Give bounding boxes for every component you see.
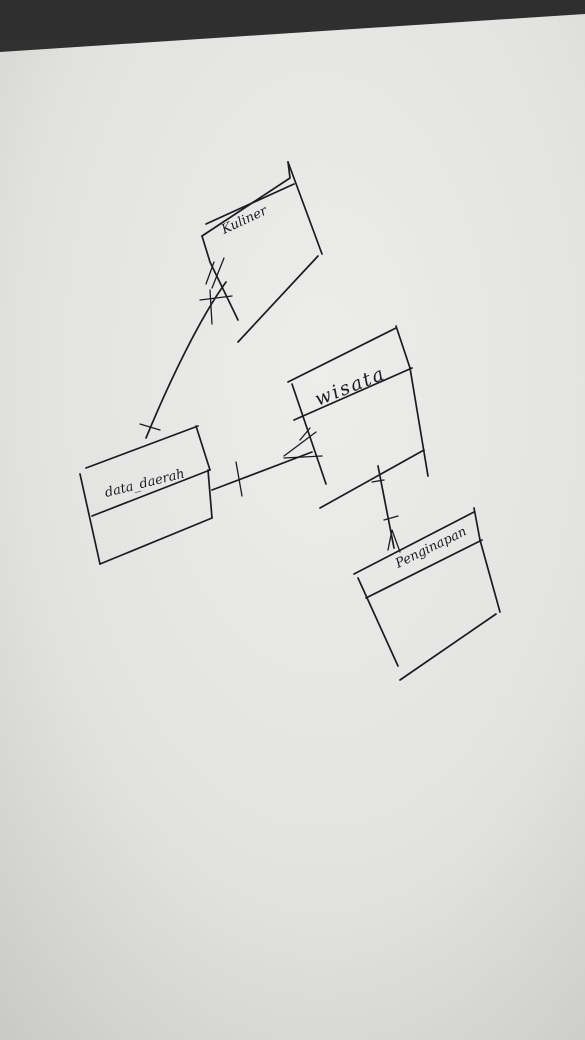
entity-wisata: wisata [287, 325, 429, 509]
entity-penginapan: Penginapan [353, 507, 501, 681]
relationship-kuliner-data-daerah [139, 257, 233, 439]
entity-kuliner: Kuliner [201, 161, 323, 343]
relationship-wisata-penginapan [371, 465, 401, 553]
entity-data-daerah: data_daerah [79, 425, 213, 565]
entity-wisata-label: wisata [312, 362, 389, 410]
relationship-data-daerah-wisata [211, 427, 323, 497]
